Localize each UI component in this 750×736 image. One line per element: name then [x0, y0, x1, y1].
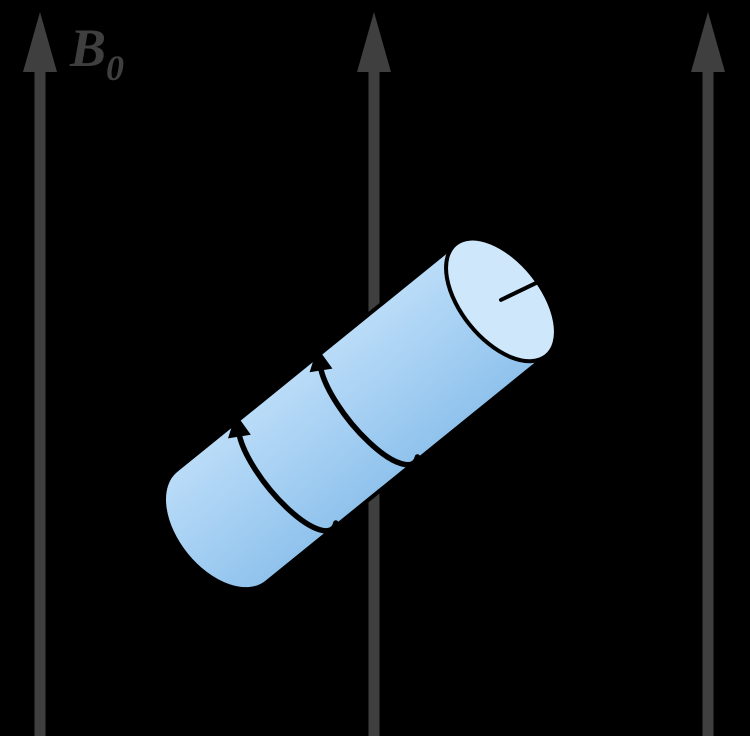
field-arrowhead-middle-icon [357, 12, 391, 72]
rotation-arrow-front [309, 347, 421, 468]
field-label-subscript: 0 [106, 48, 124, 88]
field-arrowhead-left-icon [23, 12, 57, 72]
rotation-arrow-rear [228, 413, 339, 534]
field-label-b0: B0 [69, 18, 124, 88]
end-face-radius-line [499, 280, 539, 302]
field-arrowhead-right-icon [691, 12, 725, 72]
cylinder [162, 236, 558, 592]
field-label-symbol: B [69, 18, 106, 78]
